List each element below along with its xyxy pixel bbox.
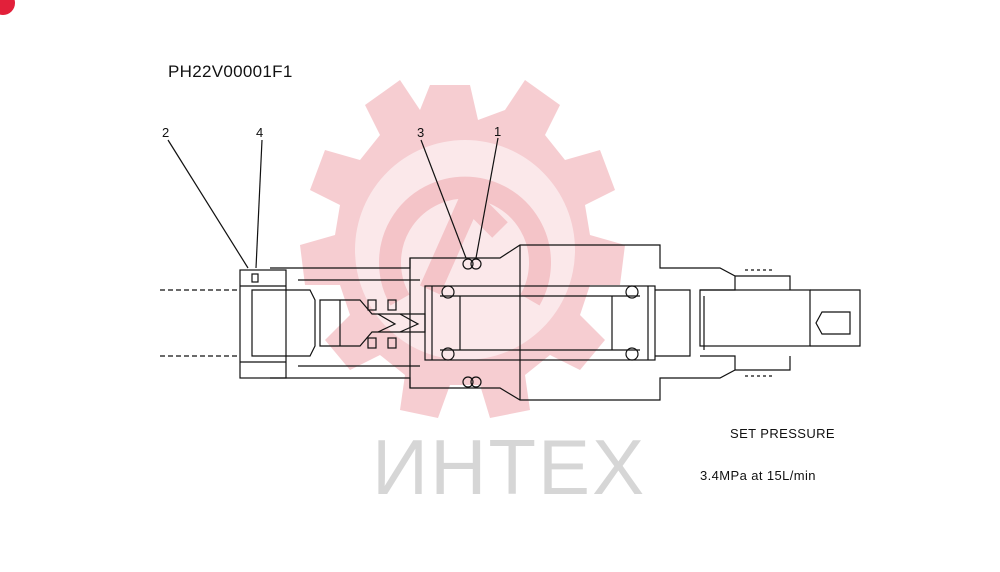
- set-pressure-value: 3.4MPa at 15L/min: [700, 468, 816, 483]
- corner-badge: [0, 0, 15, 15]
- adjusting-stem: [655, 269, 861, 377]
- set-pressure-label: SET PRESSURE: [730, 426, 835, 441]
- callout-1: 1: [494, 124, 502, 139]
- part-number: PH22V00001F1: [168, 62, 293, 81]
- inlet-pipe: [160, 289, 240, 357]
- watermark-text: ИНТЕХ: [372, 423, 647, 511]
- callout-4: 4: [256, 125, 264, 140]
- adjuster-nut: [239, 269, 316, 379]
- o-ring-seals: [462, 258, 482, 388]
- callout-3: 3: [417, 125, 425, 140]
- valve-body: [270, 244, 736, 401]
- callout-2: 2: [162, 125, 170, 140]
- poppet: [319, 299, 426, 349]
- callout-leaders: [167, 137, 499, 269]
- spring-chamber: [424, 285, 656, 361]
